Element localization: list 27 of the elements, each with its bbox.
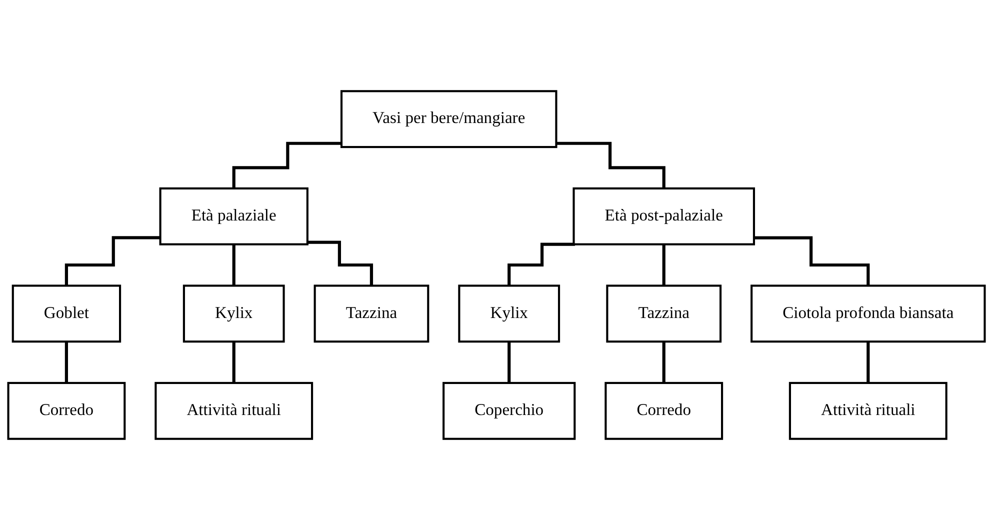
node-box: Kylix — [182, 284, 285, 343]
node-box: Tazzina — [314, 284, 430, 343]
node-box: Kylix — [458, 284, 560, 343]
node-box: Attività rituali — [154, 382, 314, 440]
connector — [662, 242, 666, 288]
connector — [64, 236, 160, 288]
node-box: Corredo — [604, 382, 724, 440]
connector — [232, 340, 236, 385]
connector — [232, 142, 342, 190]
node-box: Età palaziale — [159, 187, 308, 246]
node-box: Tazzina — [606, 284, 722, 343]
node-box: Goblet — [12, 284, 122, 343]
node-box: Coperchio — [442, 382, 576, 440]
node-box: Corredo — [7, 382, 126, 440]
node-box: Vasi per bere/mangiare — [340, 90, 558, 148]
node-box: Attività rituali — [788, 382, 948, 440]
node-box: Ciotola profonda biansata — [750, 284, 986, 343]
connector — [556, 142, 666, 190]
node-box: Età post-palaziale — [572, 187, 756, 246]
connector — [866, 340, 870, 385]
connector — [662, 340, 666, 385]
connector — [232, 242, 236, 288]
connector — [508, 340, 511, 385]
connector — [754, 236, 870, 288]
connector — [307, 240, 374, 288]
connector — [64, 340, 68, 385]
connector — [508, 242, 575, 288]
